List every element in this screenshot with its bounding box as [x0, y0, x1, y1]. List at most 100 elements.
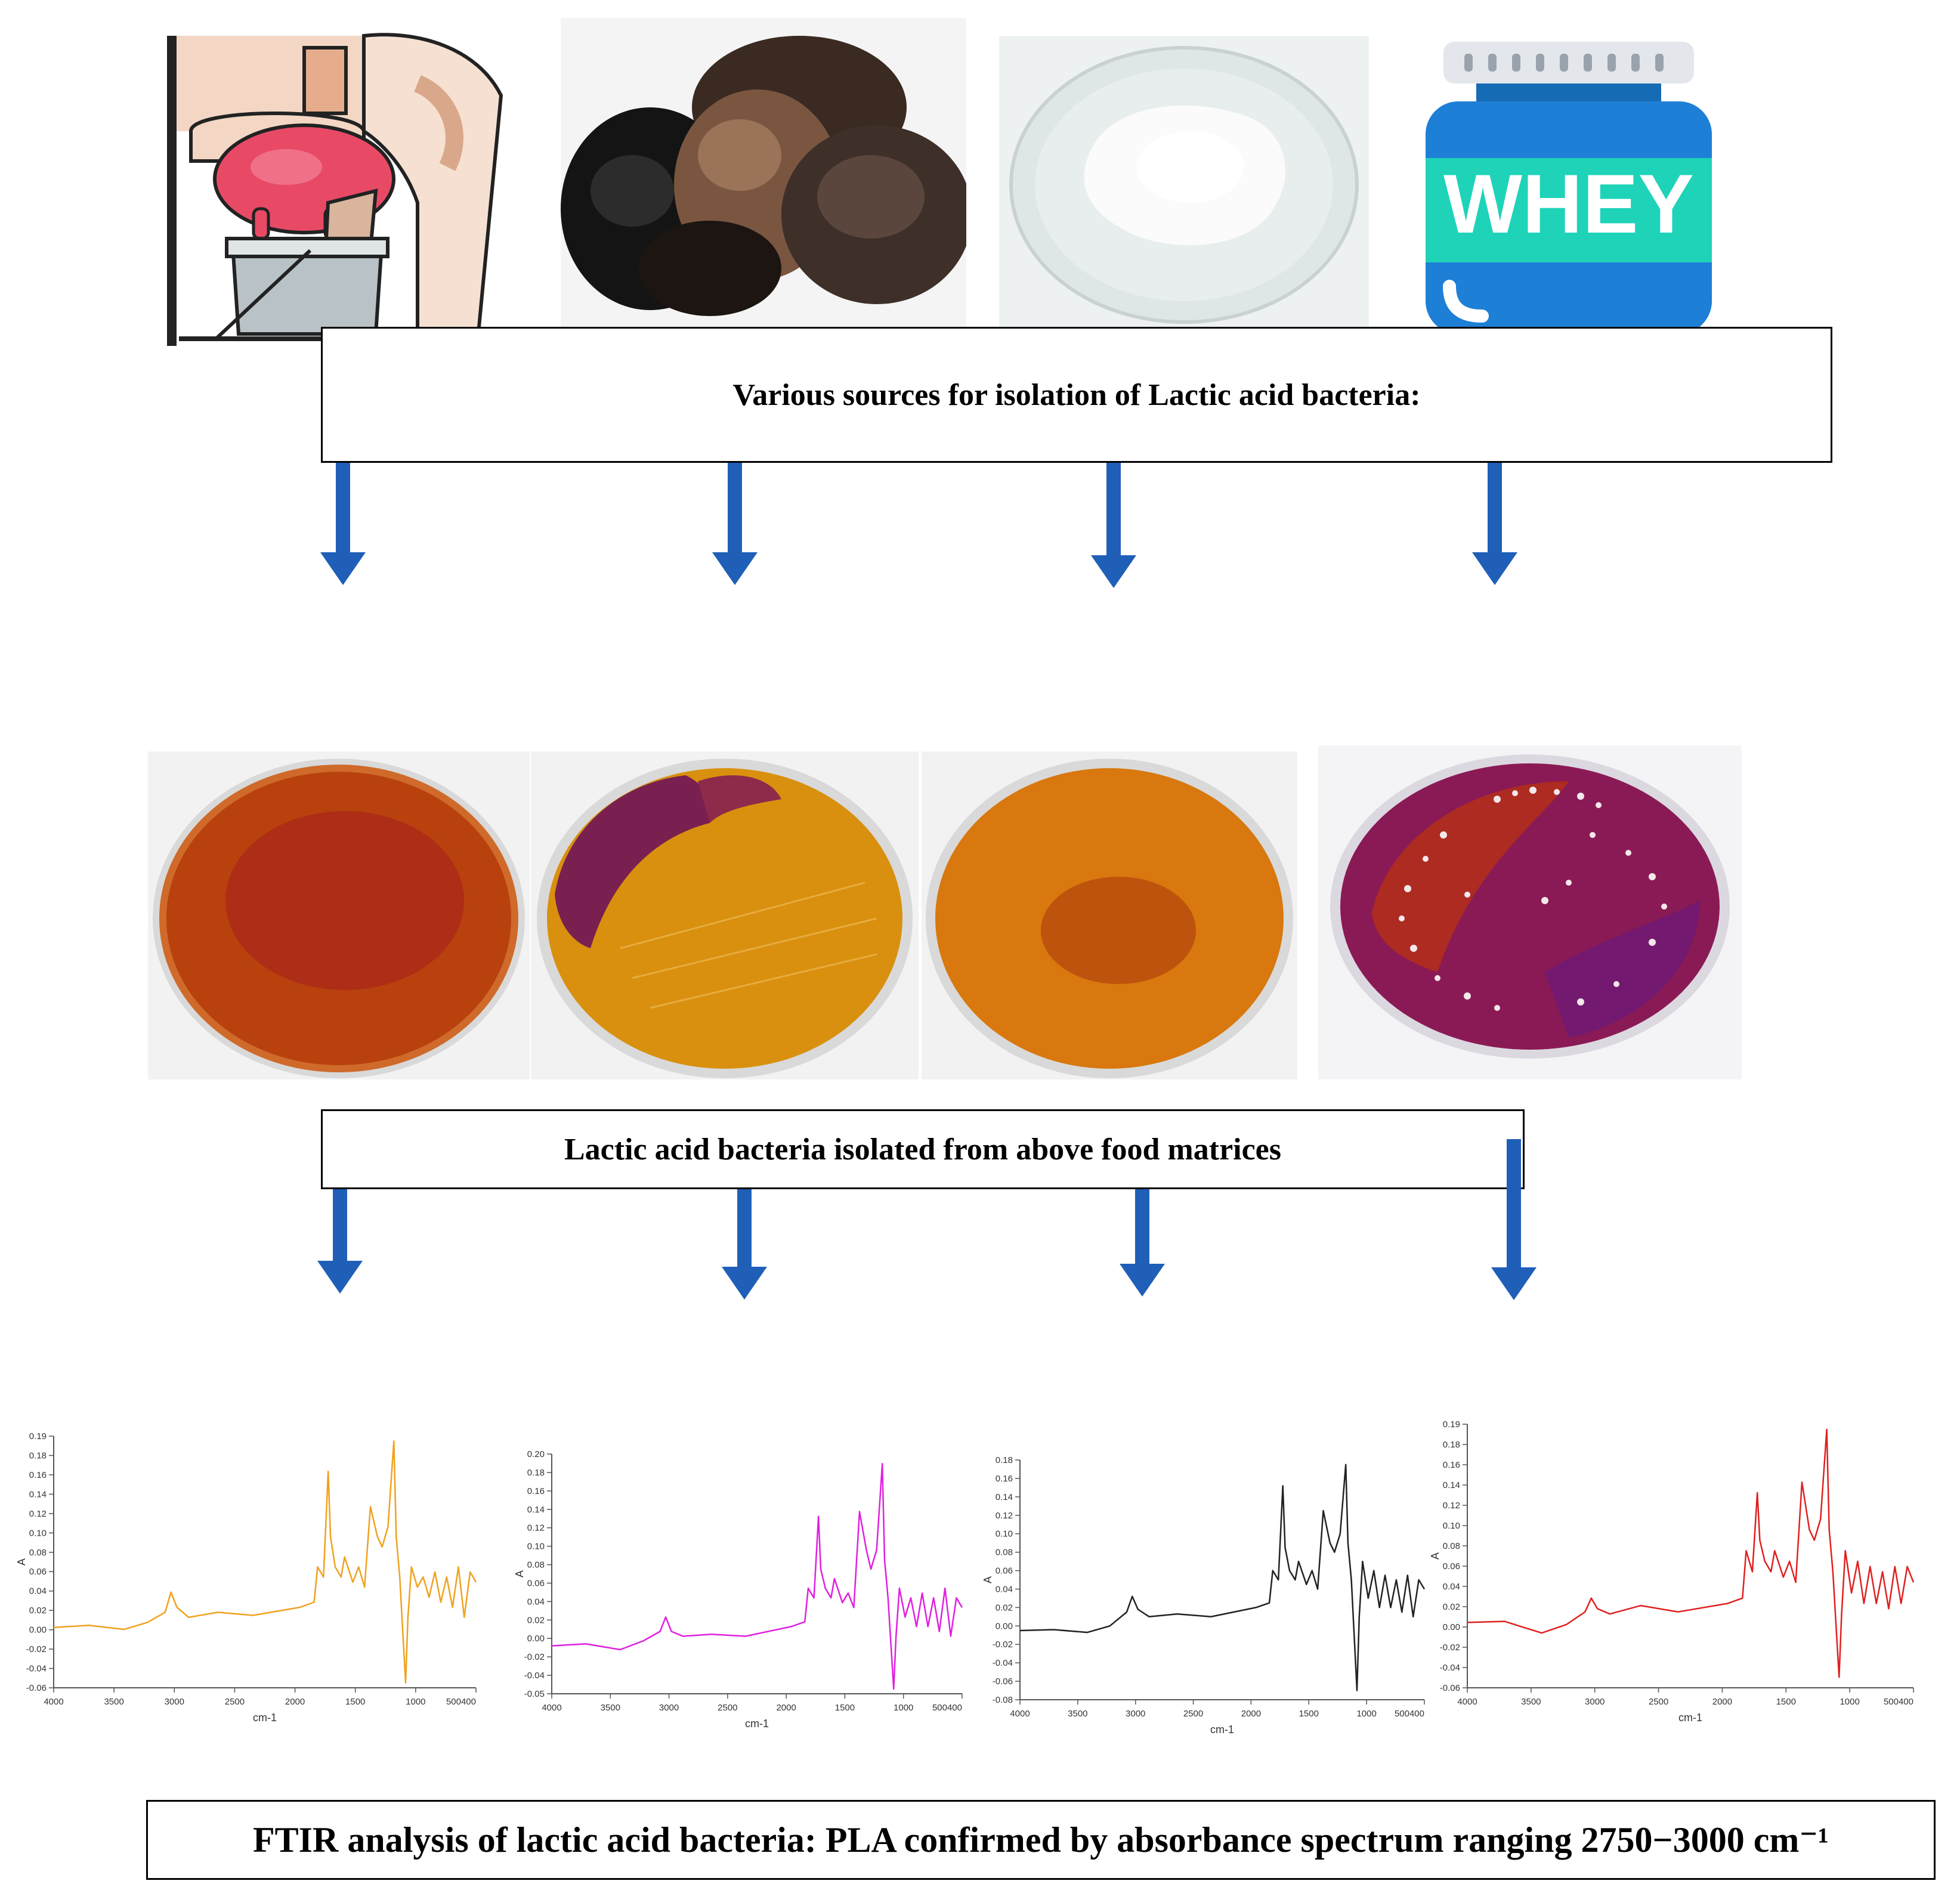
- y-tick-label: 0.16: [1443, 1460, 1460, 1470]
- sources-box: Various sources for isolation of Lactic …: [321, 327, 1832, 463]
- y-tick-label: 0.19: [1443, 1419, 1460, 1430]
- x-tick-label: 3500: [1068, 1709, 1087, 1719]
- y-tick-label: 0.06: [527, 1578, 545, 1588]
- x-tick-label: 4000: [1010, 1709, 1030, 1719]
- y-tick-label: 0.08: [527, 1560, 545, 1570]
- petri-dish-photo-1: [148, 751, 530, 1079]
- y-tick-label: 0.18: [527, 1468, 545, 1478]
- y-tick-label: 0.10: [996, 1529, 1013, 1539]
- dried-fruits-photo: [561, 18, 966, 328]
- x-tick-label: 4000: [542, 1703, 561, 1713]
- yogurt-dish-photo: [999, 36, 1369, 328]
- y-tick-label: 0.08: [1443, 1541, 1460, 1551]
- isolated-box: Lactic acid bacteria isolated from above…: [321, 1109, 1525, 1189]
- x-tick-label: 3500: [1521, 1697, 1541, 1707]
- y-tick-label: 0.06: [29, 1567, 47, 1577]
- x-axis-label: cm-1: [1210, 1724, 1234, 1736]
- x-tick-label: 2500: [225, 1697, 245, 1707]
- ftir-spectrum-2: 0.200.180.160.140.120.100.080.060.040.02…: [514, 1449, 963, 1730]
- y-tick-label: -0.06: [993, 1676, 1013, 1687]
- x-tick-label: 500400: [932, 1703, 962, 1713]
- y-tick-label: 0.10: [1443, 1521, 1460, 1531]
- y-tick-label: 0.16: [527, 1486, 545, 1496]
- y-tick-label: 0.00: [1443, 1622, 1460, 1632]
- spectrum-line: [1467, 1428, 1915, 1678]
- petri-dish-photo-2: [531, 751, 919, 1079]
- y-tick-label: 0.04: [996, 1584, 1013, 1594]
- y-tick-label: -0.04: [993, 1658, 1013, 1668]
- y-tick-label: -0.02: [993, 1639, 1013, 1650]
- whey-jar-illustration: WHEY: [1426, 42, 1712, 334]
- arrow-down-icon: [722, 1189, 767, 1300]
- x-axis-label: cm-1: [253, 1712, 277, 1724]
- y-tick-label: -0.04: [524, 1671, 545, 1681]
- x-axis-label: cm-1: [745, 1718, 769, 1730]
- y-tick-label: -0.06: [1440, 1683, 1460, 1693]
- ftir-box: FTIR analysis of lactic acid bacteria: P…: [146, 1800, 1936, 1880]
- y-tick-label: 0.18: [1443, 1440, 1460, 1450]
- petri-dish-photo-3: [922, 751, 1297, 1079]
- x-tick-label: 4000: [44, 1697, 63, 1707]
- y-axis-label: A: [982, 1576, 994, 1583]
- x-tick-label: 2000: [1241, 1709, 1261, 1719]
- x-tick-label: 500400: [1395, 1709, 1424, 1719]
- sources-box-text: Various sources for isolation of Lactic …: [732, 378, 1421, 412]
- whey-label: WHEY: [1443, 157, 1694, 250]
- x-tick-label: 2500: [1649, 1697, 1668, 1707]
- y-tick-label: 0.20: [527, 1449, 545, 1459]
- y-tick-label: 0.14: [29, 1489, 47, 1499]
- x-tick-label: 1500: [1299, 1709, 1319, 1719]
- y-axis-label: A: [16, 1558, 27, 1566]
- y-tick-label: 0.02: [996, 1603, 1013, 1613]
- y-tick-label: 0.14: [1443, 1480, 1460, 1490]
- ftir-box-text: FTIR analysis of lactic acid bacteria: P…: [253, 1820, 1829, 1860]
- y-tick-label: 0.18: [29, 1450, 47, 1461]
- x-axis-label: cm-1: [1678, 1712, 1702, 1724]
- x-tick-label: 3500: [104, 1697, 123, 1707]
- x-tick-label: 500400: [1884, 1697, 1913, 1707]
- y-tick-label: 0.10: [29, 1528, 47, 1538]
- x-tick-label: 1500: [835, 1703, 855, 1713]
- y-tick-label: 0.04: [29, 1586, 47, 1597]
- x-tick-label: 3500: [601, 1703, 620, 1713]
- y-tick-label: 0.08: [29, 1548, 47, 1558]
- x-tick-label: 3000: [659, 1703, 679, 1713]
- y-tick-label: -0.05: [524, 1689, 545, 1699]
- spectrum-line: [551, 1462, 963, 1690]
- y-tick-label: 0.02: [1443, 1602, 1460, 1612]
- x-tick-label: 1000: [1356, 1709, 1376, 1719]
- y-tick-label: 0.19: [29, 1431, 47, 1441]
- y-tick-label: 0.00: [29, 1625, 47, 1635]
- y-tick-label: 0.18: [996, 1455, 1013, 1465]
- ftir-spectrum-4: 0.190.180.160.140.120.100.080.060.040.02…: [1429, 1419, 1915, 1724]
- y-tick-label: -0.02: [26, 1644, 47, 1654]
- arrow-down-icon: [1472, 463, 1517, 585]
- x-tick-label: 500400: [446, 1697, 476, 1707]
- y-tick-label: 0.08: [996, 1548, 1013, 1558]
- x-tick-label: 2500: [718, 1703, 737, 1713]
- x-tick-label: 3000: [1126, 1709, 1145, 1719]
- y-tick-label: -0.04: [26, 1664, 47, 1674]
- y-tick-label: 0.04: [527, 1597, 545, 1607]
- ftir-spectrum-1: 0.190.180.160.140.120.100.080.060.040.02…: [16, 1431, 477, 1724]
- y-tick-label: -0.02: [524, 1652, 545, 1662]
- y-axis-label: A: [1429, 1552, 1441, 1560]
- y-tick-label: 0.02: [527, 1615, 545, 1625]
- y-tick-label: 0.12: [29, 1509, 47, 1519]
- x-tick-label: 2500: [1183, 1709, 1203, 1719]
- arrow-down-icon: [317, 1189, 363, 1294]
- y-tick-label: 0.04: [1443, 1582, 1460, 1592]
- y-tick-label: 0.12: [1443, 1501, 1460, 1511]
- arrow-down-icon: [712, 463, 758, 585]
- arrow-down-icon: [320, 463, 366, 585]
- y-tick-label: 0.00: [996, 1621, 1013, 1631]
- y-axis-label: A: [514, 1570, 525, 1577]
- x-tick-label: 2000: [776, 1703, 796, 1713]
- x-tick-label: 3000: [165, 1697, 184, 1707]
- y-tick-label: -0.08: [993, 1695, 1013, 1705]
- y-tick-label: 0.02: [29, 1606, 47, 1616]
- x-tick-label: 1000: [1840, 1697, 1859, 1707]
- arrow-down-icon: [1120, 1189, 1165, 1297]
- y-tick-label: 0.06: [996, 1566, 1013, 1576]
- y-tick-label: 0.16: [996, 1474, 1013, 1484]
